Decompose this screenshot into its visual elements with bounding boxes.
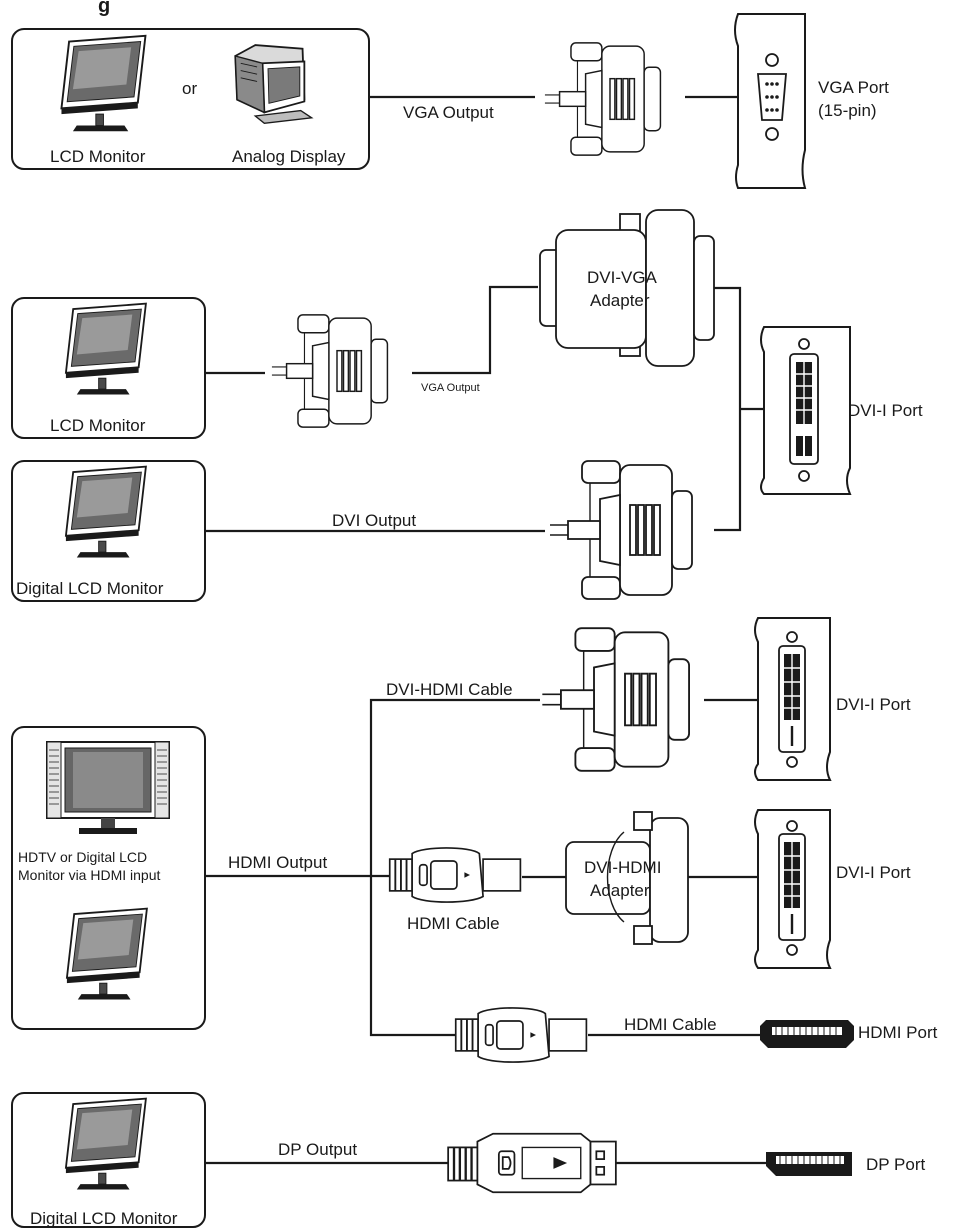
dvi-hdmi-adapter-label-2: Adapter: [590, 881, 650, 900]
vga-port-label: VGA Port: [818, 78, 889, 97]
hdmi-output-label: HDMI Output: [228, 853, 327, 872]
digital-lcd-monitor-label: Digital LCD Monitor: [16, 579, 164, 598]
dvi-output-label: DVI Output: [332, 511, 416, 530]
dp-monitor-label: Digital LCD Monitor: [30, 1209, 178, 1228]
hdmi-port-label: HDMI Port: [858, 1023, 938, 1042]
dvi-hdmi-adapter-label-1: DVI-HDMI: [584, 858, 661, 877]
dvi-vga-adapter-label-1: DVI-VGA: [587, 268, 658, 287]
dp-output-label: DP Output: [278, 1140, 357, 1159]
hdmi-cable-label-2: HDMI Cable: [624, 1015, 717, 1034]
hdtv-label-line1: HDTV or Digital LCD: [18, 849, 147, 865]
vga-connector-icon: [544, 42, 662, 156]
dvi-merge-line: [714, 286, 742, 532]
screw-icon: [765, 53, 779, 67]
dvi-i-port-label-2: DVI-I Port: [836, 695, 911, 714]
dvi-i-port-icon: [778, 631, 806, 768]
dp-plug-icon: [446, 1132, 618, 1194]
dvi-i-port-icon: [778, 820, 806, 956]
section-title-fragment: g: [98, 0, 110, 17]
dvi-connector-icon: [548, 459, 694, 601]
hdmi-plug-icon-2: [454, 1006, 588, 1064]
hdtv-label-line2: Monitor via HDMI input: [18, 867, 160, 883]
vga-port-pin-label: (15-pin): [818, 101, 877, 120]
hdmi-port-icon: [760, 1020, 854, 1048]
vga-connector-icon: [271, 314, 389, 428]
screw-icon: [765, 127, 779, 141]
analog-display-label: Analog Display: [232, 147, 346, 166]
dvi-hdmi-adapter-icon: [565, 811, 689, 945]
lcd-monitor-label-2: LCD Monitor: [50, 416, 146, 435]
vga-output-label: VGA Output: [403, 103, 494, 122]
or-label: or: [182, 79, 197, 98]
dvi-vga-adapter-label-2: Adapter: [590, 291, 650, 310]
dvi-i-port-label-3: DVI-I Port: [836, 863, 911, 882]
vga-pins: [765, 82, 779, 112]
dp-port-icon: [766, 1152, 852, 1176]
dp-port-label: DP Port: [866, 1155, 925, 1174]
hdmi-branch-line: [369, 876, 456, 1037]
vga-output-small-label: VGA Output: [421, 382, 480, 394]
dvi-hdmi-cable-label: DVI-HDMI Cable: [386, 680, 513, 699]
hdmi-plug-icon: [388, 846, 522, 904]
lcd-monitor-label: LCD Monitor: [50, 147, 146, 166]
dvi-i-port-label: DVI-I Port: [848, 401, 923, 420]
hdmi-cable-label: HDMI Cable: [407, 914, 500, 933]
dvi-hdmi-connector-icon: [541, 627, 691, 772]
vga-to-adapter-line: [412, 285, 538, 375]
dvi-vga-adapter-icon: [539, 209, 715, 367]
dvi-hdmi-branch-line: [369, 698, 540, 876]
dvi-i-port-icon: [789, 338, 819, 482]
